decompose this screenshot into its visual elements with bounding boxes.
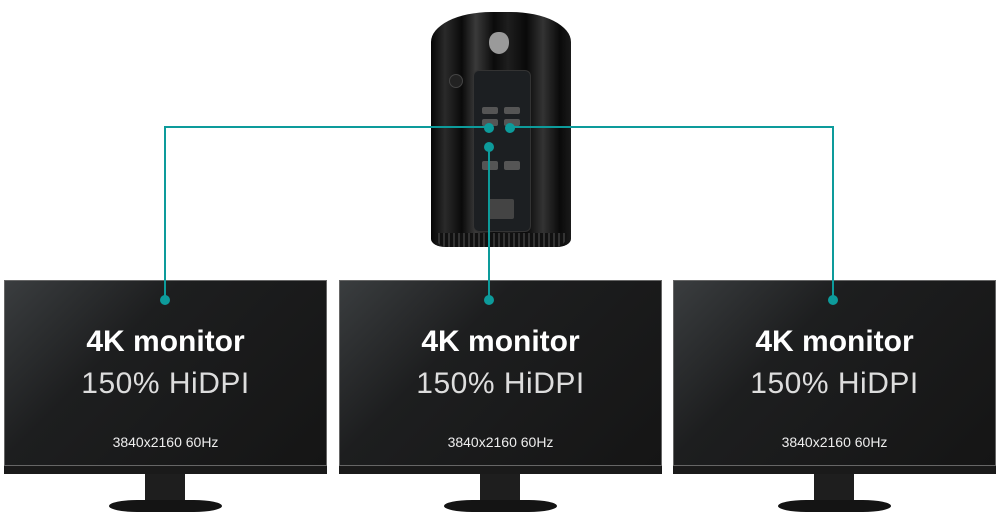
mac-pro-base bbox=[435, 233, 567, 247]
monitor-3: 4K monitor 150% HiDPI 3840x2160 60Hz bbox=[673, 280, 996, 512]
monitor-title: 4K monitor bbox=[421, 325, 580, 358]
monitor-1: 4K monitor 150% HiDPI 3840x2160 60Hz bbox=[4, 280, 327, 512]
monitor-scaling: 150% HiDPI bbox=[416, 367, 585, 400]
apple-logo-icon bbox=[489, 32, 509, 54]
monitor-resolution: 3840x2160 60Hz bbox=[447, 434, 554, 450]
monitor-stand bbox=[480, 474, 520, 504]
monitor-scaling: 150% HiDPI bbox=[750, 367, 919, 400]
monitor-screen: 4K monitor 150% HiDPI 3840x2160 60Hz bbox=[339, 280, 662, 466]
connection-left bbox=[164, 126, 489, 300]
port-dot bbox=[505, 123, 515, 133]
monitor-dot bbox=[484, 295, 494, 305]
monitor-stand bbox=[814, 474, 854, 504]
monitor-title: 4K monitor bbox=[755, 325, 914, 358]
monitor-screen: 4K monitor 150% HiDPI 3840x2160 60Hz bbox=[4, 280, 327, 466]
power-button bbox=[449, 74, 463, 88]
monitor-resolution: 3840x2160 60Hz bbox=[781, 434, 888, 450]
monitor-title: 4K monitor bbox=[86, 325, 245, 358]
port-dot bbox=[484, 142, 494, 152]
monitor-2: 4K monitor 150% HiDPI 3840x2160 60Hz bbox=[339, 280, 662, 512]
monitor-screen: 4K monitor 150% HiDPI 3840x2160 60Hz bbox=[673, 280, 996, 466]
mac-pro bbox=[431, 12, 571, 247]
monitor-resolution: 3840x2160 60Hz bbox=[112, 434, 219, 450]
connection-right bbox=[510, 126, 834, 300]
port-dot bbox=[484, 123, 494, 133]
monitor-scaling: 150% HiDPI bbox=[81, 367, 250, 400]
monitor-dot bbox=[828, 295, 838, 305]
monitor-dot bbox=[160, 295, 170, 305]
monitor-stand bbox=[145, 474, 185, 504]
